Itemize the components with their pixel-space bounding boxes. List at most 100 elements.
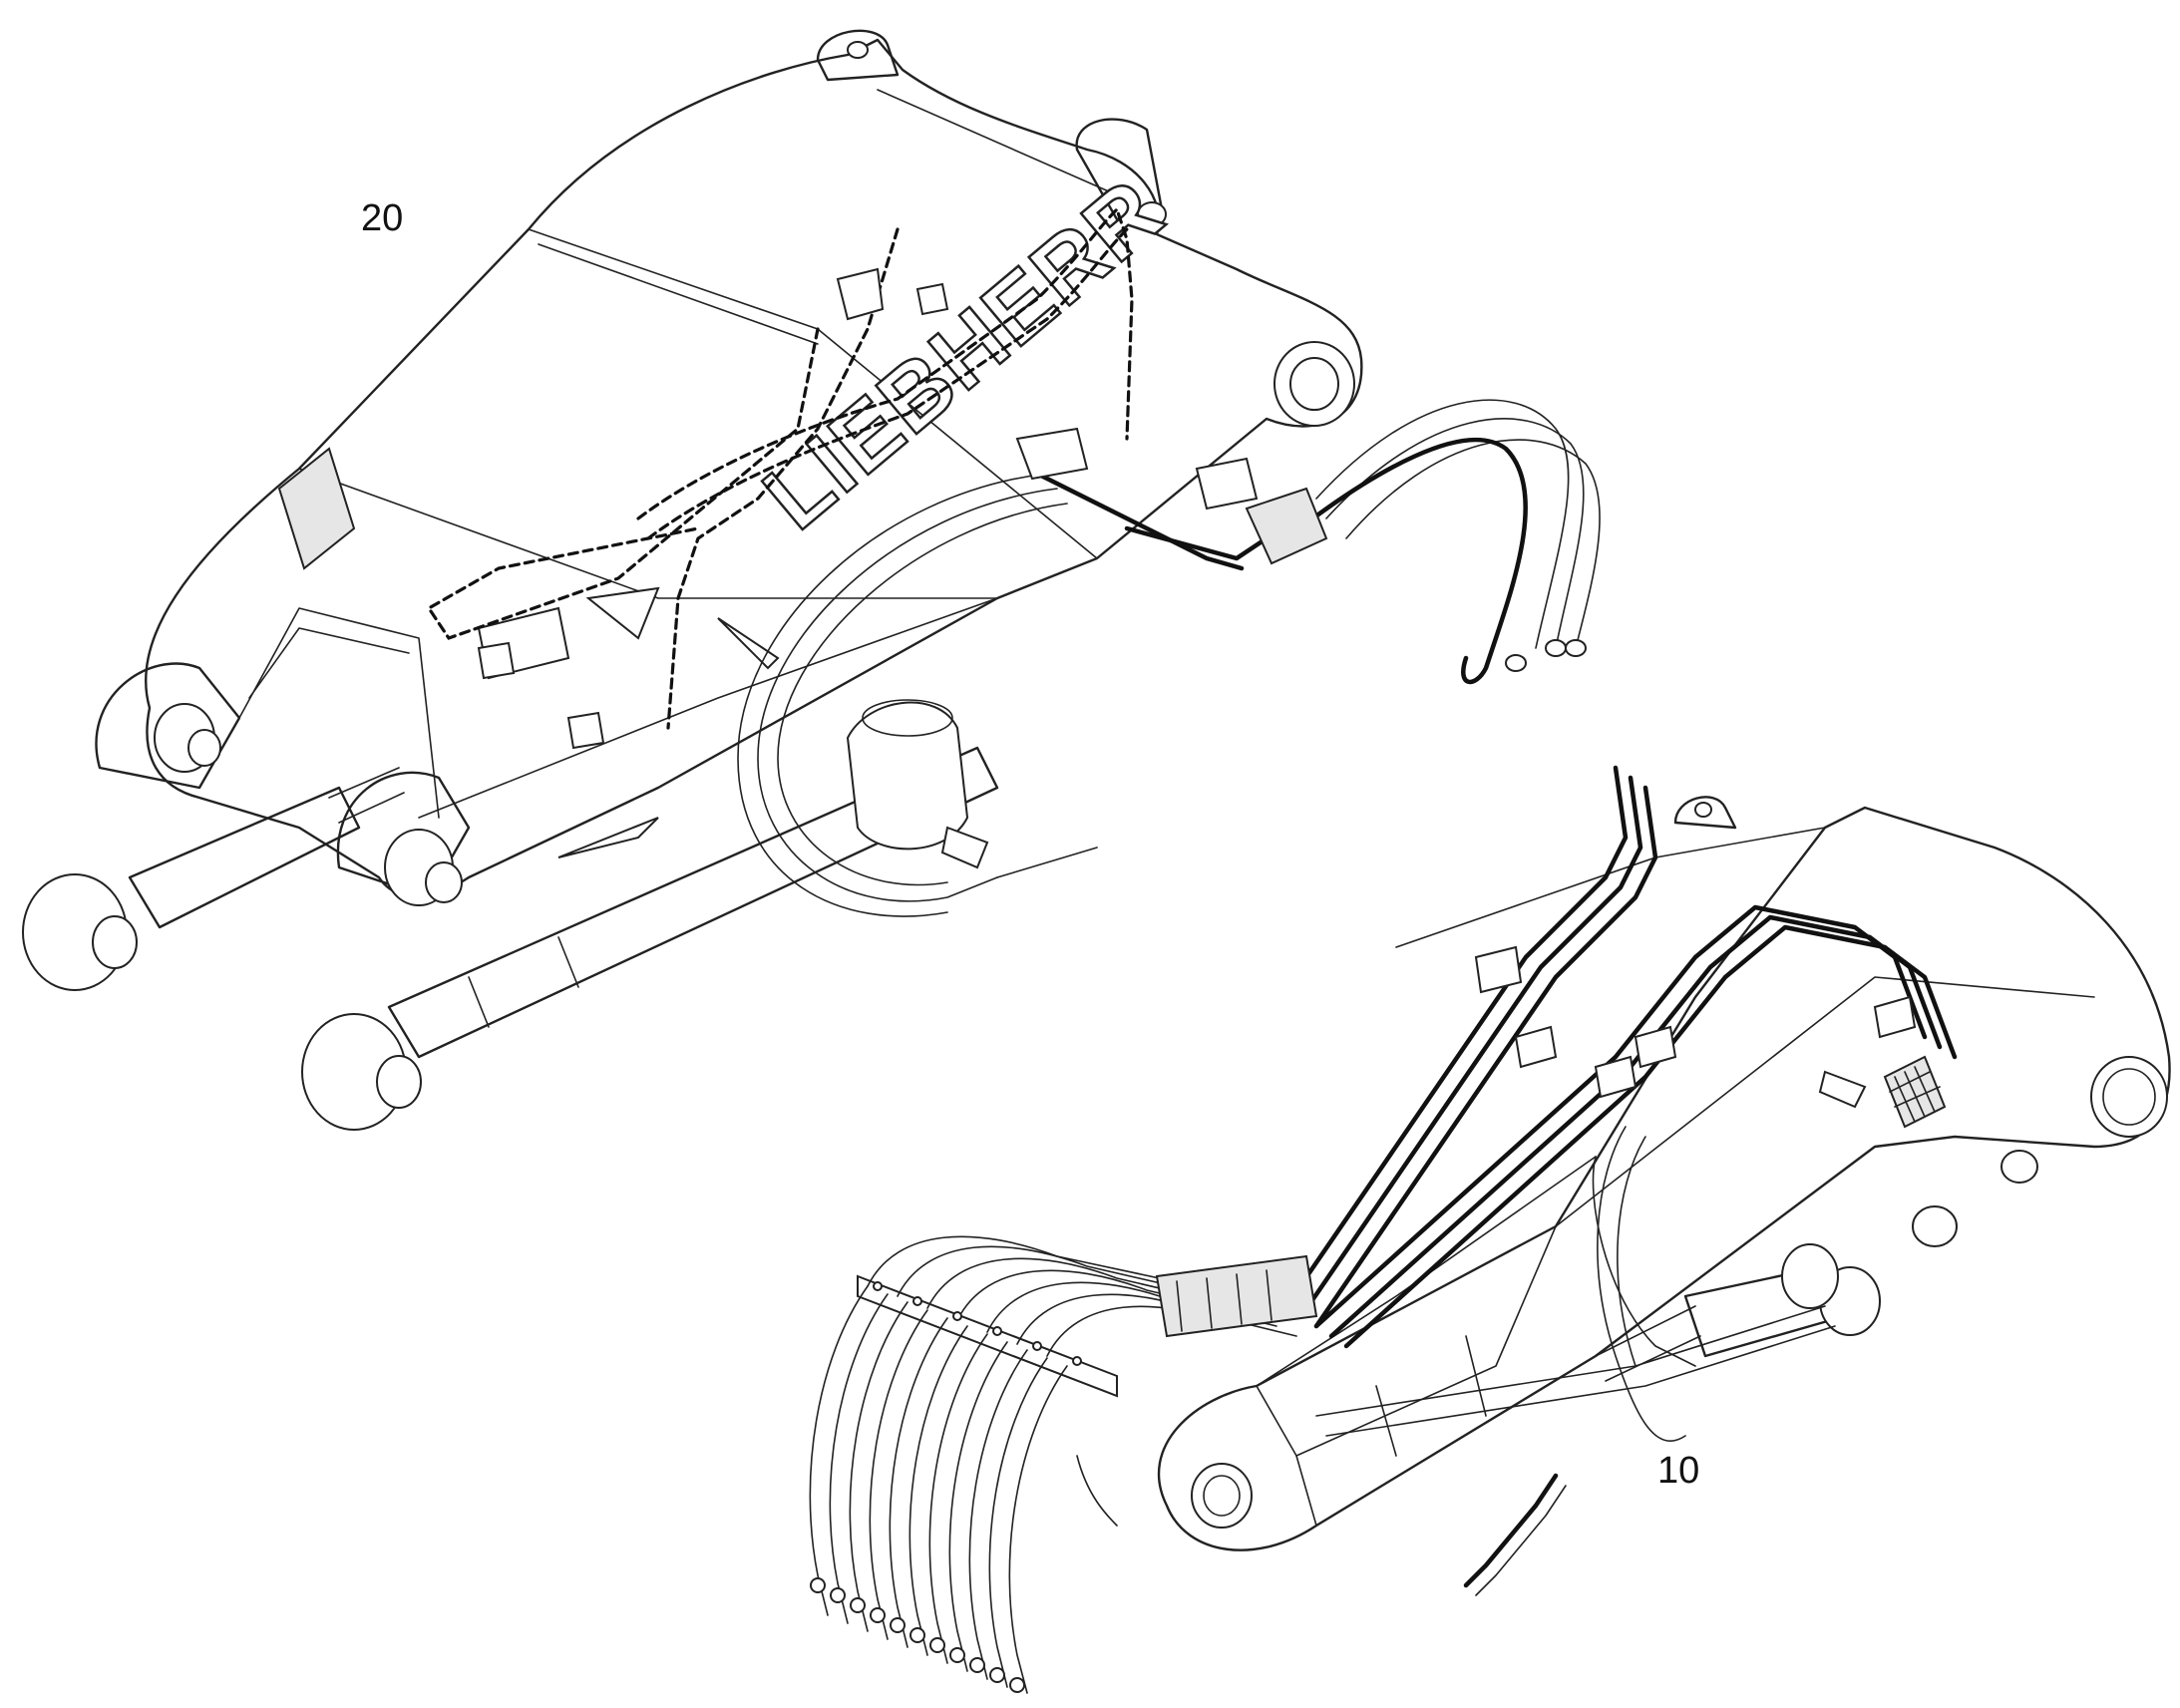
upper-boom-lower-edge xyxy=(418,597,998,819)
hose-end-6 xyxy=(909,1627,925,1643)
lower-loop-hose-2 xyxy=(1617,1136,1646,1367)
lower-stick-ridge-3 xyxy=(1256,1156,1597,1387)
lower-top-lug-hole xyxy=(1694,802,1712,818)
fan-hose-8 xyxy=(948,1341,1008,1672)
lower-stick-outline xyxy=(1157,806,2171,1551)
upper-boom-assembly: LIEBHERR xyxy=(22,29,1601,1131)
lower-pipe-left-3 xyxy=(1313,785,1658,1329)
upper-cylinder-2-band xyxy=(468,936,579,1028)
lower-tilted-plate xyxy=(1818,1070,1867,1109)
hose-end-5 xyxy=(890,1617,906,1633)
fan-hose-6 xyxy=(908,1325,968,1656)
upper-head-pin-left-cap xyxy=(187,729,221,767)
upper-bracket-front-2 xyxy=(585,586,660,640)
upper-top-pad xyxy=(277,447,356,570)
fan-hose-4 xyxy=(869,1309,928,1640)
upper-top-fitting-1 xyxy=(836,267,885,321)
lower-hose-end-fittings xyxy=(810,1577,1025,1693)
upper-u-hose-bold xyxy=(1283,438,1528,685)
upper-top-lug xyxy=(816,29,900,82)
lower-pipe-left-2 xyxy=(1298,775,1643,1319)
hose-end-7 xyxy=(929,1637,945,1653)
hose-end-1 xyxy=(810,1577,826,1593)
lower-box-frame xyxy=(1256,1225,1557,1457)
hose-end-10 xyxy=(989,1667,1005,1683)
bolt-6 xyxy=(1072,1356,1082,1366)
upper-boom-side-line xyxy=(298,468,998,599)
lower-side-pin-2 xyxy=(1912,1205,1958,1247)
bolt-4 xyxy=(992,1326,1002,1336)
callout-upper-assembly: 20 xyxy=(361,197,404,239)
upper-clamp-front xyxy=(477,641,516,680)
lower-distributor-lines xyxy=(1176,1269,1272,1332)
fan-arch-4 xyxy=(956,1269,1258,1321)
lower-top-lug xyxy=(1673,796,1737,830)
upper-hose-fitting-a xyxy=(940,826,989,869)
lower-box-frame-2 xyxy=(1295,1455,1317,1527)
lower-cylinder-eye-2 xyxy=(1781,1243,1839,1309)
bolt-3 xyxy=(952,1311,962,1321)
upper-top-fitting-2 xyxy=(915,282,949,316)
upper-loop-hose-3 xyxy=(737,473,1048,917)
lower-grid-plate xyxy=(1883,1055,1947,1129)
fan-hose-2 xyxy=(829,1293,889,1624)
lower-stick-ridge-1 xyxy=(1395,827,1826,948)
upper-head-left xyxy=(95,662,241,790)
hose-end-8 xyxy=(949,1647,965,1663)
lower-distributor-block xyxy=(1155,1254,1318,1338)
bolt-5 xyxy=(1032,1341,1042,1351)
upper-fin-1 xyxy=(717,617,780,670)
upper-cylinder-1 xyxy=(128,786,361,929)
assembly-link-line xyxy=(996,847,1098,878)
upper-accumulator xyxy=(846,701,969,851)
lower-clamp-2 xyxy=(1514,1025,1558,1069)
upper-right-pin-inner xyxy=(1289,357,1339,411)
lower-stick-ridge-2 xyxy=(1555,976,2095,1227)
upper-boom-logo: LIEBHERR xyxy=(744,158,1184,549)
upper-side-lug-hole xyxy=(1137,201,1167,227)
hose-end-11 xyxy=(1009,1677,1025,1693)
upper-bold-pipe-2 xyxy=(1034,471,1245,571)
lower-rod-long xyxy=(1315,1305,1826,1417)
fan-hose-9 xyxy=(968,1349,1028,1680)
lower-manifold-bolts xyxy=(873,1281,1082,1366)
lower-box-frame-3 xyxy=(1375,1335,1487,1457)
lower-nose-pin-inner xyxy=(1203,1475,1241,1517)
upper-valve-block-3 xyxy=(1015,427,1089,481)
upper-side-lug xyxy=(1075,118,1164,221)
lower-side-pin xyxy=(2000,1150,2038,1184)
fan-arch-2 xyxy=(897,1245,1218,1297)
callout-lower-assembly: 10 xyxy=(1657,1450,1700,1492)
upper-dashed-route-2 xyxy=(646,227,1129,540)
lower-stick-assembly xyxy=(809,765,2171,1694)
upper-loop-hose-2 xyxy=(777,503,1068,886)
hose-end-4 xyxy=(870,1607,886,1623)
upper-front-box xyxy=(238,607,440,819)
lower-clamp-3 xyxy=(1634,1025,1677,1069)
hose-end-2 xyxy=(830,1587,846,1603)
upper-cylinder-2 xyxy=(387,746,999,1059)
lower-clamp-4 xyxy=(1594,1055,1637,1099)
upper-top-lug-hole xyxy=(847,41,869,59)
lower-pipe-left-1 xyxy=(1283,765,1629,1309)
upper-head-pin-right-cap xyxy=(425,861,463,903)
logo-text: LIEBHERR xyxy=(745,160,1182,549)
lower-hanging-hose xyxy=(1463,1473,1559,1588)
lower-nose-pin xyxy=(1191,1463,1253,1529)
upper-valve-block-2 xyxy=(1195,457,1259,511)
fan-arch-1 xyxy=(867,1235,1198,1287)
upper-cylinder-1-rod xyxy=(328,767,405,824)
lower-small-hose xyxy=(1076,1455,1118,1527)
upper-valve-block xyxy=(1245,487,1328,565)
upper-u-hose-2 xyxy=(1325,418,1585,649)
upper-dashed-route-1 xyxy=(636,206,1134,520)
upper-front-box-inner xyxy=(248,627,410,699)
lower-loop-hose-3 xyxy=(1592,1156,1696,1367)
lower-manifold-bar xyxy=(857,1274,1118,1398)
fan-hose-5 xyxy=(889,1317,948,1648)
upper-cylinder-1-eye-pin xyxy=(92,915,138,969)
fan-hose-3 xyxy=(849,1301,908,1632)
upper-cylinder-2-eye-pin xyxy=(376,1055,422,1109)
hose-end-9 xyxy=(969,1657,985,1673)
